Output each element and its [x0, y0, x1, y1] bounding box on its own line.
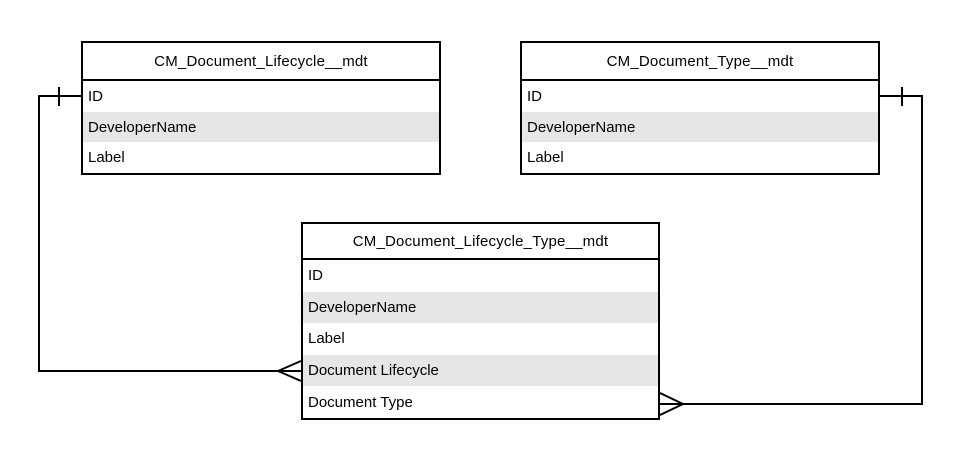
table-cm-document-type[interactable]: CM_Document_Type__mdt ID DeveloperName L… — [520, 41, 880, 175]
field-row-label[interactable]: Label — [83, 142, 439, 174]
field-row-developername[interactable]: DeveloperName — [522, 111, 878, 143]
field-row-id[interactable]: ID — [522, 81, 878, 112]
relationship-type[interactable] — [659, 87, 923, 416]
table-fields: ID DeveloperName Label — [522, 81, 878, 174]
crowsfoot-many-icon — [659, 392, 684, 416]
table-fields: ID DeveloperName Label Document Lifecycl… — [303, 260, 658, 418]
table-cm-document-lifecycle[interactable]: CM_Document_Lifecycle__mdt ID DeveloperN… — [81, 41, 441, 175]
field-row-document-type[interactable]: Document Type — [303, 386, 658, 418]
relationship-lifecycle[interactable] — [38, 87, 302, 382]
table-title[interactable]: CM_Document_Lifecycle__mdt — [83, 43, 439, 81]
table-title[interactable]: CM_Document_Type__mdt — [522, 43, 878, 81]
table-title[interactable]: CM_Document_Lifecycle_Type__mdt — [303, 224, 658, 260]
field-row-label[interactable]: Label — [303, 323, 658, 355]
field-row-label[interactable]: Label — [522, 142, 878, 174]
table-fields: ID DeveloperName Label — [83, 81, 439, 174]
field-row-developername[interactable]: DeveloperName — [83, 111, 439, 143]
field-row-id[interactable]: ID — [83, 81, 439, 112]
table-cm-document-lifecycle-type[interactable]: CM_Document_Lifecycle_Type__mdt ID Devel… — [301, 222, 660, 420]
field-row-developername[interactable]: DeveloperName — [303, 291, 658, 324]
crowsfoot-many-icon — [277, 360, 302, 382]
field-row-document-lifecycle[interactable]: Document Lifecycle — [303, 354, 658, 387]
field-row-id[interactable]: ID — [303, 260, 658, 292]
